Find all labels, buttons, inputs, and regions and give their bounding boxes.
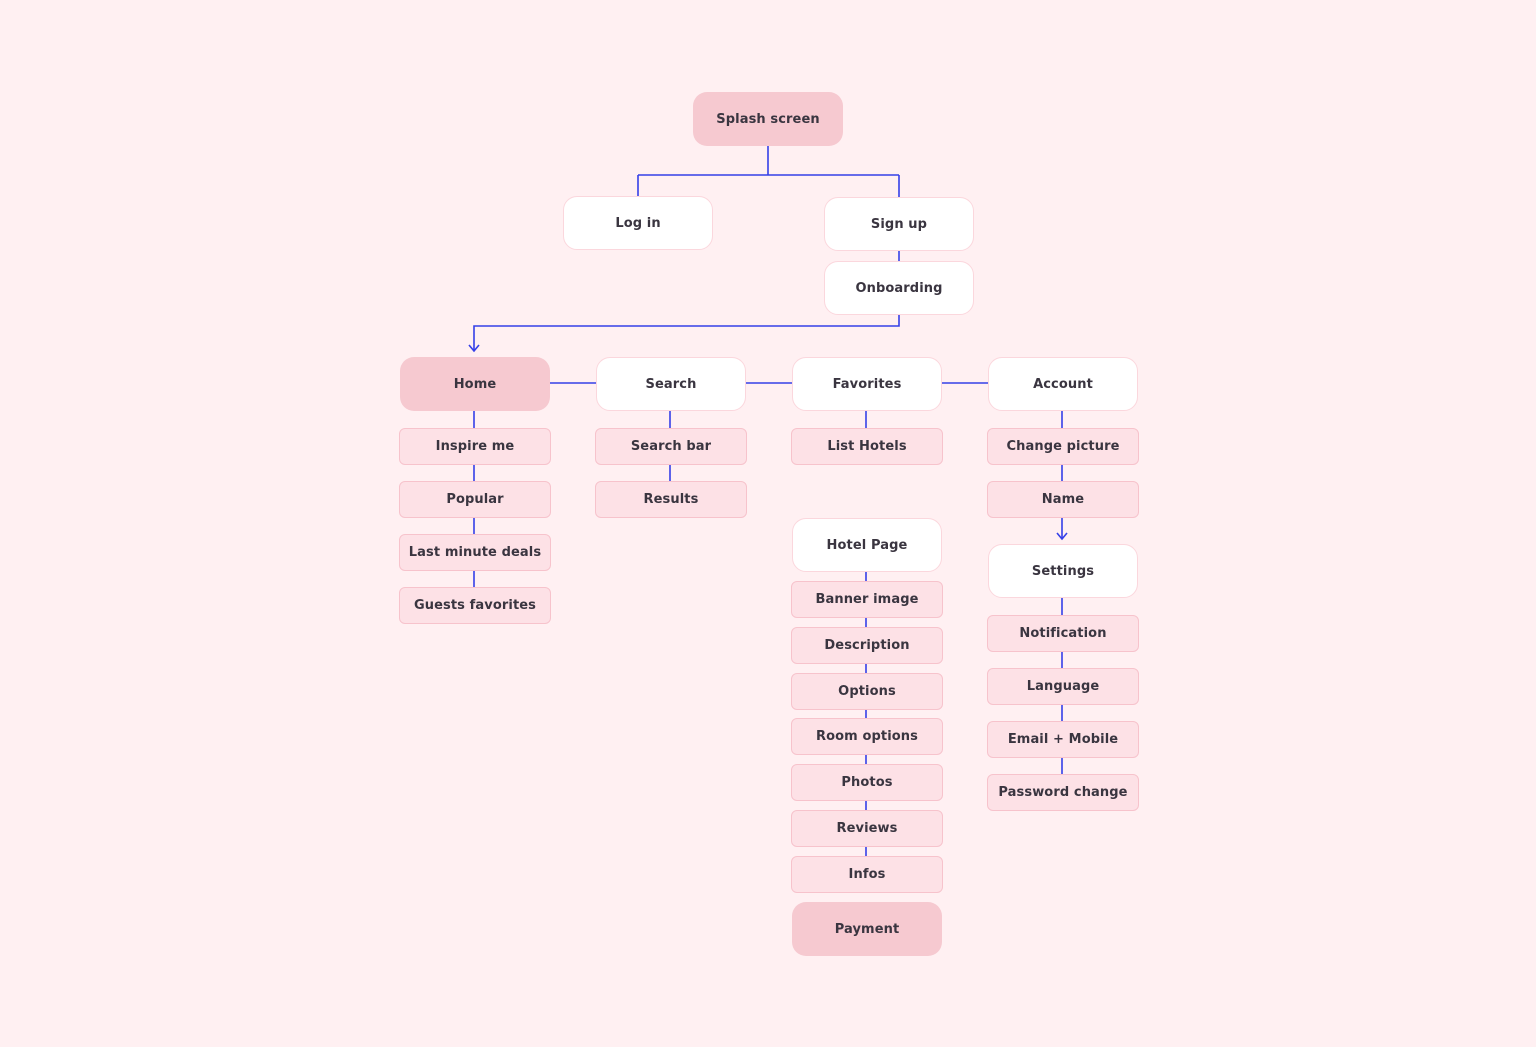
account-item: Name — [987, 481, 1139, 518]
account-item: Change picture — [987, 428, 1139, 465]
search-node: Search — [596, 357, 746, 411]
favorites-node: Favorites — [792, 357, 942, 411]
settings-node: Settings — [988, 544, 1138, 598]
hotel-page-item: Options — [791, 673, 943, 710]
onboarding-node: Onboarding — [824, 261, 974, 315]
connector-onboarding-home — [473, 314, 900, 350]
hotel-page-node: Hotel Page — [792, 518, 942, 572]
hotel-page-item: Room options — [791, 718, 943, 755]
hotel-page-item: Reviews — [791, 810, 943, 847]
settings-item: Notification — [987, 615, 1139, 652]
hotel-page-item: Photos — [791, 764, 943, 801]
settings-item: Password change — [987, 774, 1139, 811]
search-item: Results — [595, 481, 747, 518]
home-item: Guests favorites — [399, 587, 551, 624]
home-item: Popular — [399, 481, 551, 518]
login-node: Log in — [563, 196, 713, 250]
home-item: Last minute deals — [399, 534, 551, 571]
search-item: Search bar — [595, 428, 747, 465]
home-item: Inspire me — [399, 428, 551, 465]
hotel-page-item: Banner image — [791, 581, 943, 618]
connector-splash — [637, 145, 900, 197]
payment-node: Payment — [792, 902, 942, 956]
hotel-page-item: Infos — [791, 856, 943, 893]
home-node: Home — [400, 357, 550, 411]
settings-item: Email + Mobile — [987, 721, 1139, 758]
signup-node: Sign up — [824, 197, 974, 251]
splash-screen-node: Splash screen — [693, 92, 843, 146]
hotel-page-item: Description — [791, 627, 943, 664]
arrow-settings — [1056, 532, 1068, 541]
favorites-item: List Hotels — [791, 428, 943, 465]
arrow-home — [468, 344, 480, 353]
account-node: Account — [988, 357, 1138, 411]
settings-item: Language — [987, 668, 1139, 705]
